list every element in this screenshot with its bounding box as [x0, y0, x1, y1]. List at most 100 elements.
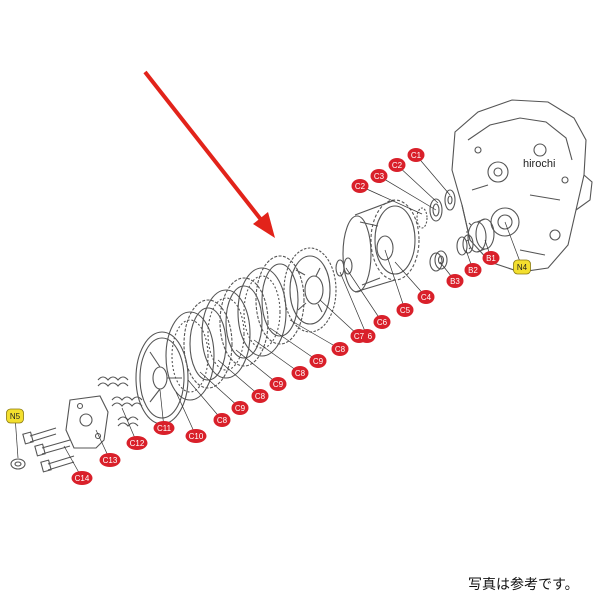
leader-lines [14, 154, 523, 479]
leader-line-n4 [504, 221, 523, 268]
washer-c6 [335, 257, 353, 277]
leader-line-c9b [235, 349, 279, 385]
part-label-c13: C13 [99, 453, 121, 467]
bolts [22, 427, 75, 473]
label-badge [331, 342, 349, 356]
leader-line-c8d [187, 379, 223, 421]
label-badge [6, 408, 24, 424]
nut-b3 [429, 250, 448, 272]
part-label-c5: C5 [396, 303, 414, 317]
part-label-c6a: C6 [373, 315, 391, 329]
label-text: N4 [517, 263, 528, 272]
clutch-plates [165, 255, 305, 401]
label-text: C10 [189, 432, 204, 441]
label-text: C9 [235, 404, 246, 413]
label-text: C12 [130, 439, 145, 448]
leader-line-c10 [175, 391, 197, 437]
part-label-c1: C1 [407, 148, 425, 162]
part-label-c2b: C2 [351, 179, 369, 193]
label-badge [251, 389, 269, 403]
spacer-b2 [456, 234, 474, 256]
part-label-n4: N4 [513, 259, 531, 275]
label-text: B2 [468, 266, 478, 275]
label-text: C13 [103, 456, 118, 465]
reference-caption: 写真は参考です。 [468, 577, 579, 593]
label-badge [269, 377, 287, 391]
leader-line-c9c [199, 371, 241, 409]
washers-c1-c3 [416, 189, 456, 229]
part-label-c9c: C9 [231, 401, 249, 415]
leader-line-c5 [384, 249, 406, 311]
label-text: C7 [354, 332, 365, 341]
label-badge [396, 303, 414, 317]
label-text: C9 [313, 357, 324, 366]
label-badge [351, 179, 369, 193]
leader-line-c8b [253, 339, 301, 374]
part-label-c12: C12 [126, 436, 148, 450]
leader-line-c8a [289, 319, 341, 350]
label-text: C9 [273, 380, 284, 389]
leader-line-c2a [396, 164, 439, 204]
label-badge [291, 366, 309, 380]
part-label-c9a: C9 [309, 354, 327, 368]
part-label-b3: B3 [446, 274, 464, 288]
label-text: B1 [486, 254, 496, 263]
leader-line-c7 [319, 299, 360, 337]
part-label-c11: C11 [153, 421, 175, 435]
label-text: C5 [400, 306, 411, 315]
label-badge [185, 429, 207, 443]
label-text: N5 [10, 412, 21, 421]
label-badge [370, 169, 388, 183]
label-text: C11 [157, 424, 172, 433]
washer-n5 [10, 458, 26, 470]
label-badge [231, 401, 249, 415]
part-label-c14: C14 [71, 471, 93, 485]
part-label-c3: C3 [370, 169, 388, 183]
part-label-c8a: C8 [331, 342, 349, 356]
part-label-c8d: C8 [213, 413, 231, 427]
label-badge [350, 329, 368, 343]
label-badge [407, 148, 425, 162]
part-labels: C1C2C3C2B1B2B3N4C4C5C6C6C7C8C9C8C9C8C9C8… [6, 148, 531, 485]
leader-line-c2b [359, 185, 423, 215]
label-text: C6 [377, 318, 388, 327]
watermark-text: hirochi [523, 158, 556, 170]
label-badge [213, 413, 231, 427]
part-label-c9b: C9 [269, 377, 287, 391]
leader-line-c1 [415, 154, 451, 196]
label-text: C1 [411, 151, 422, 160]
label-badge [513, 259, 531, 275]
leader-line-c9a [269, 327, 319, 362]
leader-line-c4 [394, 261, 427, 298]
label-badge [99, 453, 121, 467]
label-text: C4 [421, 293, 432, 302]
label-text: C14 [75, 474, 90, 483]
label-badge [309, 354, 327, 368]
clutch-outer-housing [342, 199, 420, 293]
label-badge [482, 251, 500, 265]
label-badge [446, 274, 464, 288]
primary-drive-gear [465, 218, 495, 253]
label-badge [464, 263, 482, 277]
label-text: C8 [335, 345, 346, 354]
part-label-n5: N5 [6, 408, 24, 424]
lifter-plate [65, 395, 109, 449]
leader-line-c6a [345, 267, 383, 323]
part-label-c4: C4 [417, 290, 435, 304]
part-label-c10: C10 [185, 429, 207, 443]
label-text: C2 [355, 182, 366, 191]
part-label-c7: C7 [350, 329, 368, 343]
clutch-springs [97, 376, 143, 427]
label-badge [126, 436, 148, 450]
label-text: C2 [392, 161, 403, 170]
part-label-b2: B2 [464, 263, 482, 277]
leader-line-c6b [339, 271, 368, 337]
leader-line-c3 [378, 175, 437, 211]
label-badge [417, 290, 435, 304]
label-badge [153, 421, 175, 435]
part-label-c8b: C8 [291, 366, 309, 380]
label-text: C3 [374, 172, 385, 181]
label-badge [388, 158, 406, 172]
